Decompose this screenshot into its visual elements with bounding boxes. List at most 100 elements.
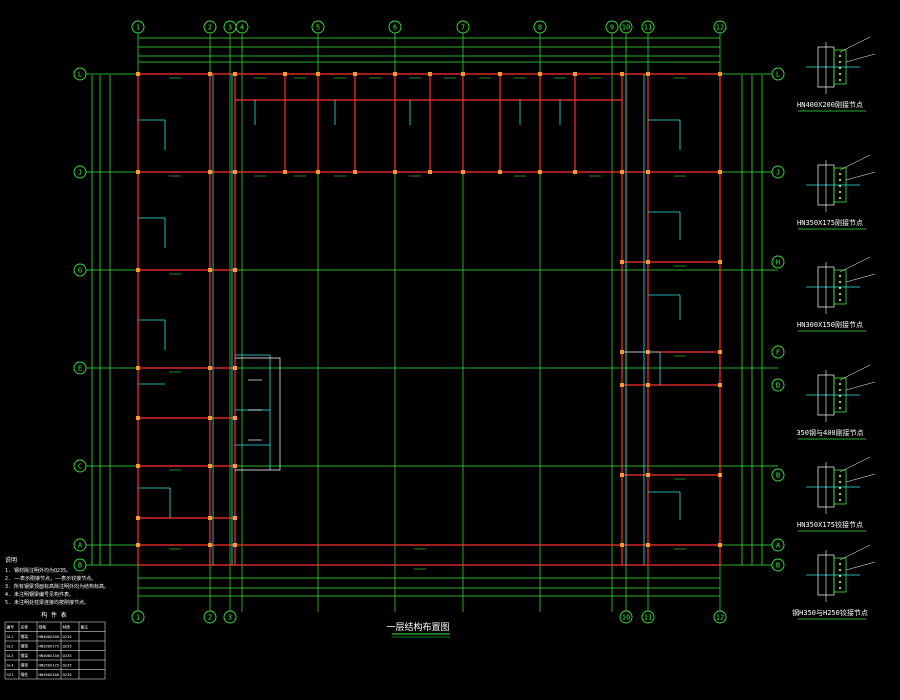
- column-marker: [233, 543, 237, 547]
- table-cell: Q235: [63, 644, 72, 649]
- grid-bubble-label: 11: [644, 614, 652, 622]
- table-cell: 规格: [39, 625, 47, 630]
- table-cell: 钢梁: [21, 634, 29, 639]
- column-marker: [620, 260, 624, 264]
- column-marker: [718, 383, 722, 387]
- column-marker: [646, 350, 650, 354]
- column-marker: [428, 170, 432, 174]
- table-cell: GL3: [7, 653, 14, 658]
- grid-bubble-label: 7: [461, 24, 465, 32]
- grid-bubble: 7: [456, 20, 470, 34]
- column-marker: [646, 543, 650, 547]
- column-marker: [208, 72, 212, 76]
- table-cell: 名称: [21, 625, 29, 630]
- notes-block: 说明 1. 钢材除注明外均为Q235。 2. ——表示刚接节点，——表示铰接节点…: [5, 556, 109, 606]
- grid-bubble-label: B: [78, 562, 82, 570]
- table-cell: GL1: [7, 634, 15, 639]
- detail-caption: 350钢与400刚接节点: [796, 428, 863, 437]
- note-line: 1. 钢材除注明外均为Q235。: [5, 567, 71, 574]
- column-marker: [498, 170, 502, 174]
- table-cell: HW300X300: [39, 672, 60, 677]
- column-marker: [283, 170, 287, 174]
- grid-bubble: 2: [203, 20, 217, 34]
- grid-bubble: 3: [223, 20, 237, 34]
- grid-bubble: F: [771, 345, 785, 359]
- grid-bubble: 1: [131, 610, 145, 624]
- column-marker: [233, 72, 237, 76]
- note-line: 2. ——表示刚接节点，——表示铰接节点。: [5, 575, 96, 582]
- connection-detail: HN350X175铰接节点: [797, 456, 876, 532]
- grid-bubble-label: 12: [716, 614, 724, 622]
- table-cell: 钢柱: [21, 672, 29, 677]
- column-marker: [208, 464, 212, 468]
- grid-bubble-label: C: [78, 463, 82, 471]
- bottom-dimension-lines: [138, 577, 720, 597]
- column-marker: [393, 170, 397, 174]
- column-marker: [316, 72, 320, 76]
- grid-bubble: 10: [619, 20, 633, 34]
- beam-labels: [169, 77, 686, 570]
- grid-bubble-label: B: [776, 472, 780, 480]
- column-marker: [208, 516, 212, 520]
- note-line: 3. 所有钢梁顶面标高除注明外均为结构标高。: [5, 583, 109, 590]
- column-marker: [208, 416, 212, 420]
- secondary-beams: [138, 74, 681, 565]
- stair-outline: [235, 357, 281, 471]
- grid-bubble-label: 2: [208, 614, 212, 622]
- detail-caption: HN400X200刚接节点: [797, 100, 863, 109]
- grid-bubble: 3: [223, 610, 237, 624]
- column-marker: [136, 543, 140, 547]
- table-cell: Q235: [63, 672, 72, 677]
- grid-bubble-label: J: [776, 169, 780, 177]
- grid-bubble: E: [73, 361, 87, 375]
- right-dimension-lines: [741, 75, 763, 565]
- grid-bubble-label: E: [78, 365, 82, 373]
- column-marker: [718, 543, 722, 547]
- column-marker: [233, 170, 237, 174]
- grid-bubble-label: 8: [538, 24, 542, 32]
- table-cell: 钢梁: [21, 653, 29, 658]
- column-marker: [428, 72, 432, 76]
- column-marker: [208, 366, 212, 370]
- column-marker: [646, 72, 650, 76]
- column-marker: [136, 72, 140, 76]
- grid-bubble-label: A: [78, 542, 83, 550]
- table-cell: GL2: [7, 644, 14, 649]
- column-marker: [538, 72, 542, 76]
- column-marker: [646, 473, 650, 477]
- grid-bubble: B: [73, 558, 87, 572]
- grid-bubble: 2: [203, 610, 217, 624]
- column-marker: [208, 543, 212, 547]
- grid-bubble: A: [73, 538, 87, 552]
- grid-bubble: 4: [235, 20, 249, 34]
- grid-bubble: 11: [641, 20, 655, 34]
- note-line: 5. 未注明处柱梁连接均按刚接节点。: [5, 599, 89, 606]
- grid-bubble-label: 3: [228, 24, 232, 32]
- grid-bubble-label: 2: [208, 24, 212, 32]
- column-marker: [233, 366, 237, 370]
- grid-bubble-label: 3: [228, 614, 232, 622]
- grid-bubble-label: 9: [610, 24, 614, 32]
- column-marker: [353, 170, 357, 174]
- steel-columns: [136, 72, 722, 547]
- grid-bubble-label: 10: [622, 24, 630, 32]
- column-marker: [233, 516, 237, 520]
- grid-bubble-label: A: [776, 542, 781, 550]
- grid-bubble-label: L: [776, 71, 780, 79]
- grid-bubble: D: [771, 378, 785, 392]
- grid-bubble-label: D: [776, 382, 780, 390]
- grid-bubble: 11: [641, 610, 655, 624]
- table-cell: 编号: [7, 625, 15, 630]
- note-line: 4. 未注明钢梁编号见构件表。: [5, 591, 74, 598]
- table-cell: 备注: [81, 625, 89, 630]
- table-cell: 钢梁: [21, 644, 29, 649]
- column-marker: [538, 170, 542, 174]
- detail-caption: HN300X150刚接节点: [797, 320, 863, 329]
- column-marker: [620, 543, 624, 547]
- connection-detail: HN400X200刚接节点: [797, 36, 876, 112]
- column-marker: [233, 268, 237, 272]
- grid-bubble: A: [771, 538, 785, 552]
- grid-bubble-label: 12: [716, 24, 724, 32]
